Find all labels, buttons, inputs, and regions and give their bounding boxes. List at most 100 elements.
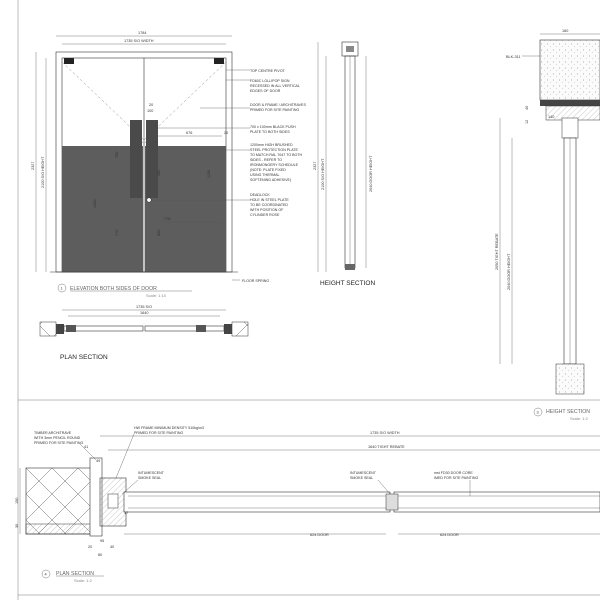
pivot-left [64, 58, 74, 64]
protection-plate-right [145, 146, 226, 272]
dim-20: 20 [149, 103, 153, 107]
head-rebate [561, 117, 579, 139]
psd-dim-30: 30 [15, 524, 19, 528]
view-1-bubble [57, 283, 67, 293]
note-architrave: TIMBER ARCHITRAVE WITH 3mm PENCIL ROUND … [34, 431, 83, 445]
view-3-number: 3 [537, 411, 539, 415]
hsd-dim-tight: 2050 TIGHT REBATE [495, 233, 499, 270]
dim-2100: 2100 S/O HEIGHT [41, 156, 45, 188]
hsd-dim-140: 140 [548, 115, 554, 119]
hsd-dim-12: 12 [525, 120, 529, 124]
concrete-head [539, 39, 600, 101]
leader-architrave [79, 443, 97, 461]
lock-right-small [196, 325, 206, 332]
elevation-notes: TOP CENTRE PIVOT FD60C LOLLIPOP SIGN REC… [152, 69, 307, 283]
floor-spring-section [345, 264, 355, 270]
note-primed: DOOR & FRAME / ARCHITRAVES PRIMED FOR SI… [250, 103, 307, 112]
pivot-right [214, 58, 224, 64]
plan-section-small-title: PLAN SECTION [60, 354, 108, 361]
elevation-scale: Scale: 1:10 [146, 293, 167, 298]
door-leaf-left-detail [123, 491, 391, 513]
psd-dim-95: 95 [100, 539, 104, 543]
leader-smoke-left [121, 479, 139, 495]
wall-blockwork [25, 467, 97, 535]
psd-dim-17: 17 [124, 511, 128, 515]
dim-770: 770 [115, 230, 119, 236]
psd-dim-40: 40 [110, 545, 114, 549]
height-section-detail-title: HEIGHT SECTION [546, 409, 590, 415]
swing-left [61, 61, 145, 269]
hsd-dim-160: 160 [562, 29, 568, 33]
note-core: mst FD30 DOOR CORE IMED FOR SITE PAINTIN… [434, 471, 478, 480]
psd-door-left: 624 DOOR [310, 533, 329, 537]
psd-door-right: 624 DOOR [440, 533, 459, 537]
psd-dim-1640: 1640 TIGHT REBATE [368, 445, 405, 449]
note-smoke-mid: INTUMESCENT SMOKE SEAL [350, 471, 377, 480]
psd-dim-20: 20 [88, 545, 92, 549]
push-plate-right [146, 120, 158, 198]
height-section-view: 2327 2100 S/O HEIGHT 2040 DOOR HEIGHT HE… [313, 41, 375, 287]
dim-600: 600 [157, 230, 161, 236]
plan-section-small-view: 1735 S/O 1640 PLAN SECTION [39, 305, 249, 361]
dim-100: 100 [147, 109, 153, 113]
leader-smoke-mid [377, 479, 391, 495]
psd-dim-49: 49 [96, 459, 100, 463]
note-pushplate: 700 x 100mm BLACK PUSH PLATE TO BOTH SID… [250, 125, 297, 134]
psd-dim-1735: 1735 S/O WIDTH [370, 431, 400, 435]
hsd-dim-door: 2040 DOOR HEIGHT [507, 253, 511, 290]
protection-plate-left [62, 146, 143, 272]
ps-dim-1735: 1735 S/O [136, 305, 152, 309]
plan-section-detail-view: 1735 S/O WIDTH 1640 TIGHT REBATE 41 49 1… [15, 426, 600, 583]
height-section-detail-view: BLK-311 160 2050 TIGHT REBATE 2040 DOOR … [495, 29, 600, 421]
meeting-seal [385, 493, 399, 511]
note-deadlock: DEADLOCK HOLE IN STEEL PLATE TO BE COORD… [250, 193, 290, 217]
dim-1100: 1100 [207, 170, 211, 178]
dim-450: 450 [157, 170, 161, 176]
swing-right [143, 61, 227, 269]
deadlock-cylinder [146, 197, 152, 203]
frame-rebate [107, 493, 119, 509]
door-leaf-right-detail [393, 491, 600, 513]
dim-1735: 1735 S/O WIDTH [124, 39, 154, 43]
dim-676: 676 [186, 131, 192, 135]
dim-1200: 1200 [93, 200, 97, 208]
note-smoke-left: INTUMESCENT SMOKE SEAL [138, 471, 165, 480]
plan-section-detail-scale: Scale: 1:2 [74, 578, 93, 583]
view-4-bubble [41, 569, 51, 579]
dim-778: 778 [164, 217, 170, 221]
wall-left-small [39, 321, 57, 337]
view-4-number: 4 [45, 573, 47, 577]
elevation-view: 676 20 100 20 778 750 1200 770 1100 450 … [31, 31, 238, 298]
psd-dim-80: 80 [98, 553, 102, 557]
hsd-blk: BLK-311 [506, 55, 521, 59]
note-sign: FD60C LOLLIPOP SIGN RECESSED IN ALL VERT… [250, 79, 301, 93]
note-frame: HW FRAME MINIMUM DENSITY 510kg/m3 PRIMED… [134, 426, 205, 435]
hs-dim-2100: 2100 S/O HEIGHT [321, 158, 325, 190]
plan-section-detail-title: PLAN SECTION [56, 571, 94, 577]
psd-dim-41: 41 [84, 445, 88, 449]
leader-frame [115, 433, 135, 479]
hs-dim-2040: 2040 DOOR HEIGHT [369, 155, 373, 192]
height-section-title: HEIGHT SECTION [320, 280, 375, 287]
dim-750: 750 [115, 152, 119, 158]
note-floorspring: FLOOR SPRING [242, 279, 269, 283]
view-3-bubble [533, 407, 543, 417]
view-1-number: 1 [61, 287, 63, 291]
lock-left-small [66, 325, 76, 332]
hsd-dim-40: 40 [525, 106, 529, 110]
elevation-title: ELEVATION BOTH SIDES OF DOOR [70, 286, 157, 292]
note-steelplate: 1200mm HIGH BRUSHED STEEL PROTECTION PLA… [250, 143, 303, 182]
leaf-left-small [63, 325, 144, 332]
dim-20b: 20 [224, 131, 228, 135]
head-block [346, 46, 354, 52]
floor-detail [555, 363, 585, 395]
wall-right-small [231, 321, 249, 337]
psd-dim-150: 150 [15, 498, 19, 504]
dim-1784: 1784 [138, 31, 146, 35]
wall-plaster [25, 523, 97, 535]
frame-left-small [56, 324, 64, 334]
height-section-detail-scale: Scale: 1:2 [570, 416, 589, 421]
lintel-plate [540, 100, 600, 106]
dim-2327: 2327 [31, 162, 35, 170]
